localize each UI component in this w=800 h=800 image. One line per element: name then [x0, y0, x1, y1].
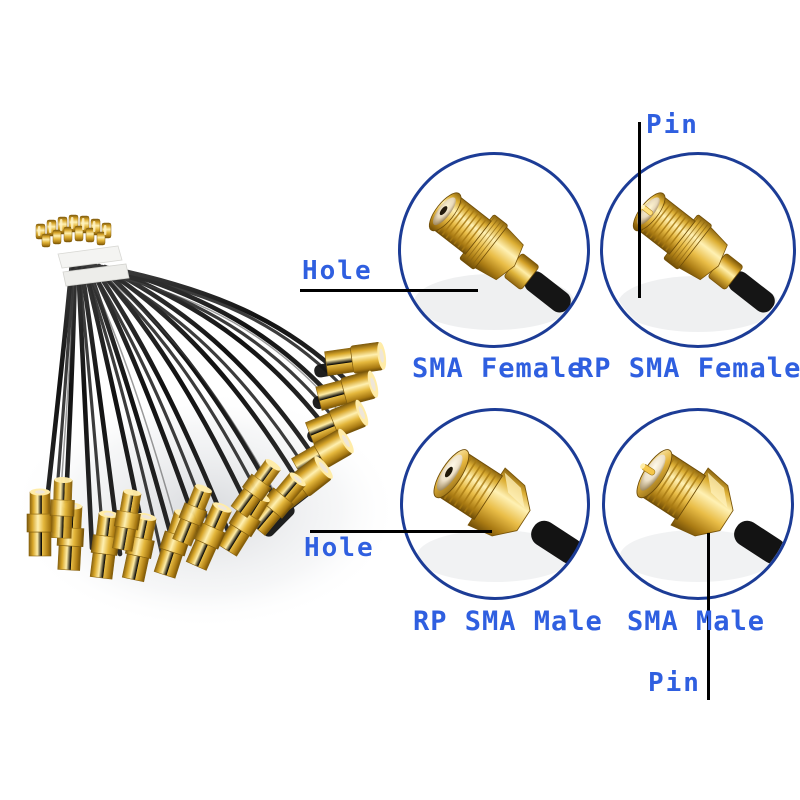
connector-type-label-sma-male: SMA Male	[627, 606, 766, 637]
callout-circle-sma-female	[398, 152, 590, 348]
callout-circle-rp-sma-female	[600, 152, 796, 348]
leader-line-pin-bottom	[707, 533, 710, 700]
leader-line-hole-top	[300, 289, 478, 292]
annotation-hole-bottom: Hole	[304, 533, 375, 563]
connector-type-label-rp-sma-male: RP SMA Male	[413, 606, 603, 637]
annotation-pin-bottom: Pin	[648, 668, 701, 698]
leader-line-pin-top	[638, 122, 641, 298]
product-photo-cable-fan	[0, 210, 420, 630]
connector-type-label-rp-sma-female: RP SMA Female	[577, 353, 800, 384]
leader-line-hole-bottom	[310, 530, 492, 533]
callout-circle-sma-male	[602, 408, 794, 600]
connector-type-label-sma-female: SMA Female	[412, 353, 585, 384]
callout-circle-rp-sma-male	[400, 408, 590, 600]
annotation-pin-top: Pin	[646, 110, 699, 140]
annotation-hole-top: Hole	[302, 256, 373, 286]
